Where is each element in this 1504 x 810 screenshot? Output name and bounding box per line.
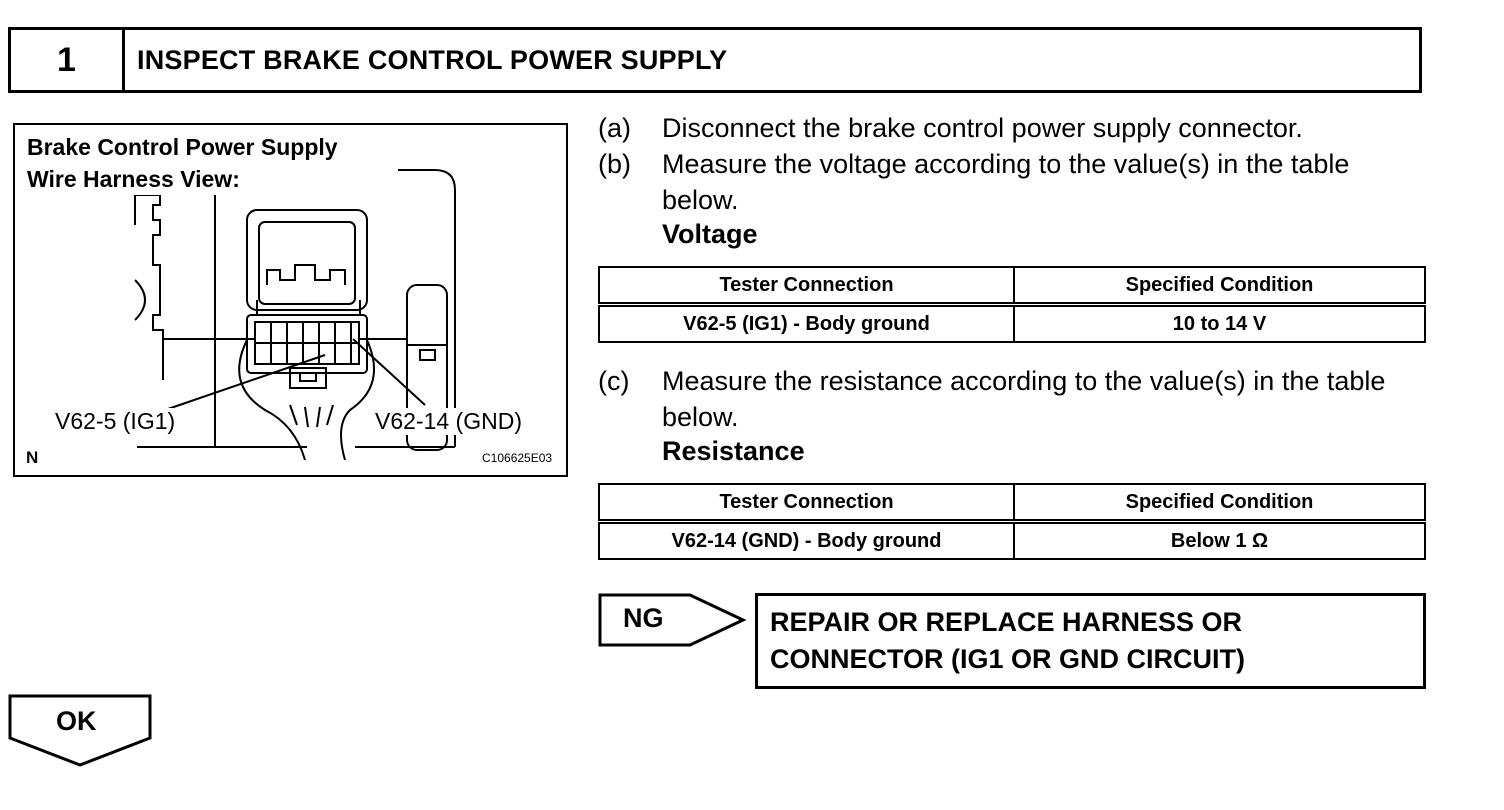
table-header-row: Tester Connection Specified Condition: [598, 266, 1426, 307]
step-letter: (b): [598, 149, 631, 179]
ng-action-line1: REPAIR OR REPLACE HARNESS OR: [770, 607, 1243, 637]
table-cell: 10 to 14 V: [1013, 303, 1426, 343]
step-header: 1 INSPECT BRAKE CONTROL POWER SUPPLY: [8, 27, 1422, 93]
ng-action-box: REPAIR OR REPLACE HARNESS OR CONNECTOR (…: [755, 593, 1426, 689]
figure-title-line2: Wire Harness View:: [27, 166, 240, 192]
resistance-table: Tester Connection Specified Condition V6…: [598, 483, 1426, 560]
step-title: INSPECT BRAKE CONTROL POWER SUPPLY: [137, 44, 728, 75]
step-number: 1: [11, 30, 125, 90]
step-text: Measure the voltage according to the val…: [662, 149, 1350, 215]
ng-action-line2: CONNECTOR (IG1 OR GND CIRCUIT): [770, 644, 1246, 674]
step-text: Disconnect the brake control power suppl…: [662, 113, 1303, 143]
voltage-table: Tester Connection Specified Condition V6…: [598, 266, 1426, 343]
step-letter: (c): [598, 366, 630, 396]
step-text: Measure the resistance according to the …: [662, 366, 1386, 432]
figure-title: Brake Control Power Supply Wire Harness …: [27, 131, 342, 195]
table-cell: V62-14 (GND) - Body ground: [598, 520, 1015, 560]
resistance-heading: Resistance: [662, 436, 805, 466]
table-cell: V62-5 (IG1) - Body ground: [598, 303, 1015, 343]
figure-code: C106625E03: [482, 451, 553, 465]
voltage-heading: Voltage: [662, 219, 758, 249]
table-row: V62-5 (IG1) - Body ground 10 to 14 V: [598, 303, 1426, 343]
column-header: Specified Condition: [1013, 266, 1426, 307]
step-letter: (a): [598, 113, 631, 143]
table-row: V62-14 (GND) - Body ground Below 1 Ω: [598, 520, 1426, 560]
ng-arrow-icon: [598, 593, 747, 647]
ng-label: NG: [623, 603, 664, 633]
ok-arrow-icon: [8, 694, 152, 767]
figure-corner-mark: N: [26, 448, 39, 467]
pin-label-gnd: V62-14 (GND): [375, 408, 522, 435]
column-header: Tester Connection: [598, 483, 1015, 524]
connector-illustration: Brake Control Power Supply Wire Harness …: [13, 123, 568, 477]
ok-label: OK: [56, 706, 97, 736]
table-header-row: Tester Connection Specified Condition: [598, 483, 1426, 524]
column-header: Tester Connection: [598, 266, 1015, 307]
figure-title-line1: Brake Control Power Supply: [27, 134, 338, 160]
column-header: Specified Condition: [1013, 483, 1426, 524]
connector-drawing: [134, 169, 456, 461]
table-cell: Below 1 Ω: [1013, 520, 1426, 560]
pin-label-ig1: V62-5 (IG1): [55, 408, 176, 435]
